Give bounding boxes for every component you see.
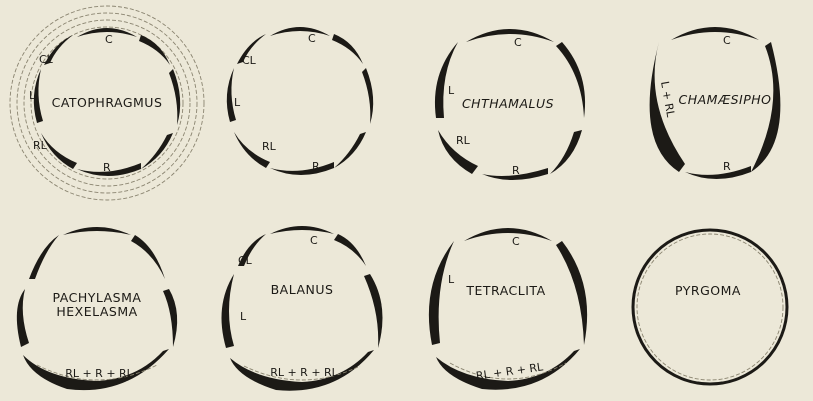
genus-name: PYRGOMA (675, 283, 741, 298)
diagram-pachylasma-hexelasma: PACHYLASMA HEXELASMA RL + R + RL (17, 227, 177, 390)
plate-label-carina: C (308, 32, 316, 45)
plate-label-rostrum: R (103, 161, 111, 174)
plate-label-carina: C (723, 34, 731, 47)
diagram-pyrgoma: PYRGOMA (633, 230, 787, 384)
diagram-unnamed: C CL L RL R (227, 27, 373, 175)
shell-wall (633, 230, 787, 384)
plate-label-carina: C (512, 235, 520, 248)
plate-label-carina: C (310, 234, 318, 247)
plate-label-lateral-plus-rostrolateral: L + RL (658, 80, 677, 119)
plate-label-carina: C (514, 36, 522, 49)
plate-label-rostrum: R (312, 160, 320, 173)
genus-name: TETRACLITA (465, 283, 545, 298)
diagram-chamaesipho: C L + RL R CHAMÆSIPHO (650, 27, 781, 179)
diagram-balanus: C CL L BALANUS RL + R + RL (222, 226, 383, 391)
plate-label-rostrolateral: RL (33, 139, 48, 152)
plate-label-carinolateral: CL (39, 53, 54, 66)
plate-label-carinolateral: CL (242, 54, 257, 67)
diagram-catophragmus: C CL L RL R CATOPHRAGMUS (10, 6, 204, 200)
genus-name: CHTHAMALUS (462, 96, 554, 111)
plate-label-rostrolateral-rostrum-rostrolateral: RL + R + RL (270, 366, 338, 379)
plate-label-lateral: L (448, 84, 455, 97)
plate-label-rostrolateral-rostrum-rostrolateral: RL + R + RL (65, 367, 133, 380)
plate-label-lateral: L (240, 310, 247, 323)
plate-label-lateral: L (448, 273, 455, 286)
genus-name: CATOPHRAGMUS (52, 95, 163, 110)
plate-label-lateral: L (234, 96, 241, 109)
plate-label-lateral: L (29, 89, 36, 102)
genus-name: BALANUS (271, 282, 334, 297)
diagram-tetraclita: C L TETRACLITA RL + R + RL (429, 228, 587, 390)
plate-label-rostrum: R (723, 160, 731, 173)
plate-label-rostrum: R (512, 164, 520, 177)
diagram-chthamalus: C L RL R CHTHAMALUS (435, 29, 585, 180)
genus-name-secondary: HEXELASMA (56, 304, 137, 319)
genus-name: CHAMÆSIPHO (678, 92, 771, 107)
plate-label-carinolateral: CL (238, 254, 253, 267)
plate-label-carina: C (105, 33, 113, 46)
plate-label-rostrolateral: RL (456, 134, 471, 147)
plate-label-rostrolateral: RL (262, 140, 277, 153)
shell-wall (227, 27, 373, 175)
genus-name: PACHYLASMA (53, 290, 142, 305)
